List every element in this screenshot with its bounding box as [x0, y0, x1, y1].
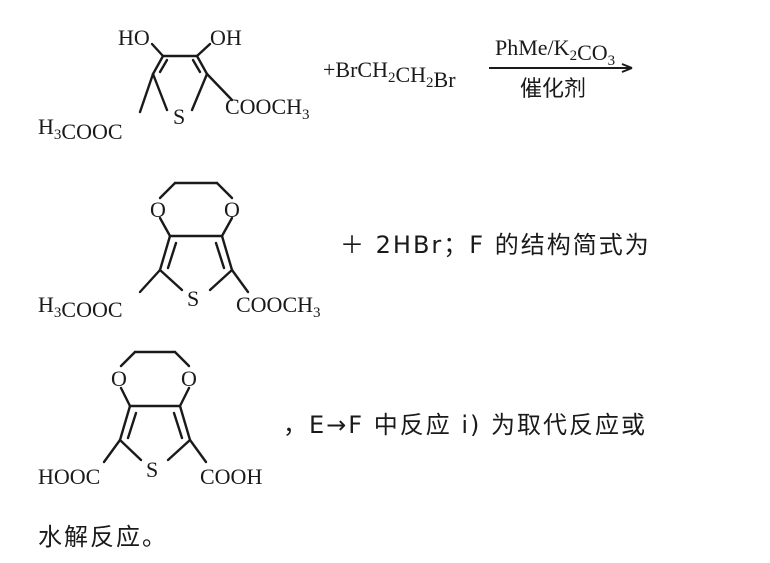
- bond-o-c4: [220, 216, 234, 238]
- conditions-below-label: 催化剂: [520, 77, 586, 102]
- oh-left-label: HO: [118, 25, 150, 50]
- ester-right-label: COOCH3: [236, 292, 321, 321]
- bond-c3-c2: [118, 404, 132, 442]
- sulfur-label: S: [146, 457, 158, 482]
- oh-right-label: OH: [210, 25, 242, 50]
- sulfur-label: S: [173, 104, 185, 129]
- double-bond-left: [126, 411, 138, 440]
- bond-ester-right: [205, 72, 234, 102]
- acid-left-label: HOOC: [38, 464, 100, 489]
- reagent-label: +BrCH2CH2Br: [323, 57, 456, 92]
- conditions-above-label: PhMe/K2CO3: [495, 35, 615, 69]
- o-right-label: O: [224, 197, 240, 222]
- bond-c3-c2: [158, 234, 172, 272]
- double-bond-right: [172, 411, 184, 440]
- o-right-label: O: [181, 366, 197, 391]
- bond-ester-right: [230, 268, 250, 294]
- bond-s-c5: [208, 268, 234, 292]
- bond-s-c5: [166, 438, 192, 462]
- bond-ester-left: [138, 72, 155, 114]
- bond-c2-s: [151, 72, 169, 112]
- bond-c2-s: [158, 268, 184, 292]
- double-bond-left: [158, 58, 169, 74]
- note-text: ，E→F 中反应 i) 为取代反应或: [283, 411, 647, 439]
- bond-ch2-o-left: [158, 181, 177, 200]
- product-structure-diester: O O S H3COOC COOCH3: [38, 181, 321, 322]
- footer-text: 水解反应。: [38, 523, 168, 551]
- bond-c4-c5: [220, 234, 234, 272]
- bond-o-c3: [119, 386, 132, 408]
- bond-ch2-o-right: [173, 350, 191, 368]
- ester-left-label: H3COOC: [38, 114, 123, 144]
- ester-left-label: H3COOC: [38, 292, 123, 322]
- bond-oh-right: [195, 42, 212, 58]
- bond-c2-s: [118, 438, 143, 462]
- bond-c4-c5: [178, 404, 192, 442]
- bond-c2-c3: [151, 54, 165, 76]
- bond-ch2-o-left: [119, 350, 137, 368]
- sulfur-label: S: [187, 286, 199, 311]
- bond-s-c5: [190, 72, 209, 112]
- reaction-arrow: [489, 63, 633, 73]
- bond-acid-left: [102, 438, 122, 464]
- bond-o-c4: [178, 386, 191, 408]
- double-bond-right: [191, 58, 202, 74]
- o-left-label: O: [150, 197, 166, 222]
- double-bond-left: [166, 241, 178, 270]
- bond-c4-c5: [195, 54, 209, 76]
- bond-acid-right: [188, 438, 208, 464]
- arrow-head: [621, 63, 633, 73]
- ester-right-label: COOCH3: [225, 94, 310, 123]
- bond-oh-left: [150, 42, 165, 58]
- bond-o-c3: [158, 216, 172, 238]
- product-structure-diacid: O O S HOOC COOH: [38, 350, 262, 489]
- double-bond-right: [214, 241, 226, 270]
- reactant-structure: HO OH S H3COOC COOCH3: [38, 25, 310, 144]
- bond-ch2-o-right: [215, 181, 234, 200]
- acid-right-label: COOH: [200, 464, 262, 489]
- byproduct-text: ＋ 2HBr；F 的结构简式为: [340, 231, 651, 259]
- bond-ester-left: [138, 268, 162, 294]
- o-left-label: O: [111, 366, 127, 391]
